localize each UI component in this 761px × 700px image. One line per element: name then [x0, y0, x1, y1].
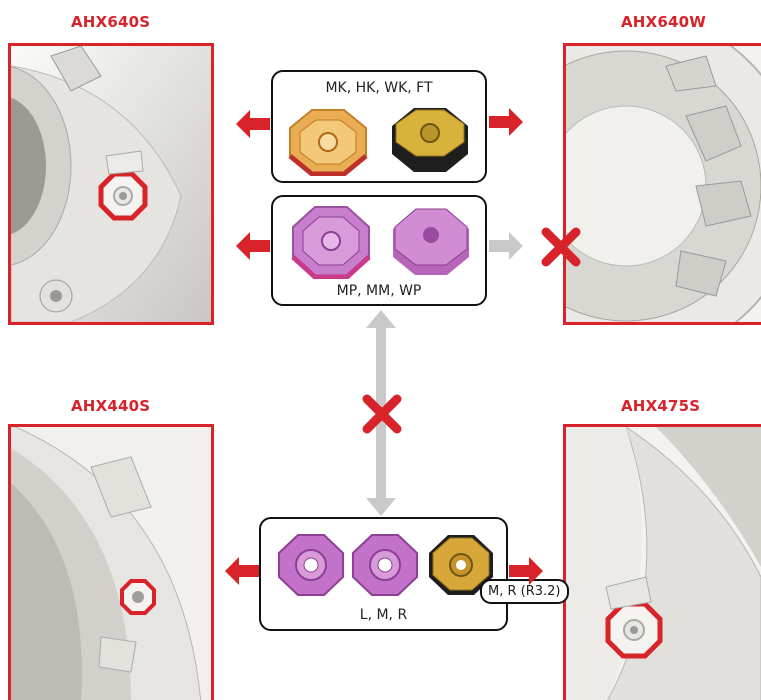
arrow-left-red-1 — [236, 110, 270, 138]
insert-group-2: MP, MM, WP — [271, 195, 487, 306]
arrow-right-red-3 — [509, 557, 543, 585]
insert-group-2-label: MP, MM, WP — [273, 283, 485, 299]
tool-image-ahx640s — [8, 43, 214, 325]
cross-icon-2 — [361, 393, 403, 435]
insert-group-1-label: MK, HK, WK, FT — [273, 80, 485, 96]
arrow-left-red-3 — [225, 557, 259, 585]
insert-group-3-images — [273, 527, 499, 603]
insert-group-1-images — [283, 104, 477, 176]
cross-icon-1 — [540, 226, 582, 268]
tool-image-ahx640w — [563, 43, 761, 325]
arrow-right-gray — [489, 232, 523, 260]
insert-group-3-label: L, M, R — [261, 607, 506, 623]
insert-group-2-images — [283, 203, 477, 279]
tool-image-ahx440s — [8, 424, 214, 700]
insert-group-3: L, M, R — [259, 517, 508, 631]
tool-label-ahx475s: AHX475S — [621, 397, 700, 415]
tool-image-ahx475s — [563, 424, 761, 700]
tool-label-ahx640s: AHX640S — [71, 13, 150, 31]
arrow-left-red-2 — [236, 232, 270, 260]
tool-label-ahx440s: AHX440S — [71, 397, 150, 415]
insert-group-1: MK, HK, WK, FT — [271, 70, 487, 183]
arrow-right-red-1 — [489, 108, 523, 136]
tool-label-ahx640w: AHX640W — [621, 13, 706, 31]
